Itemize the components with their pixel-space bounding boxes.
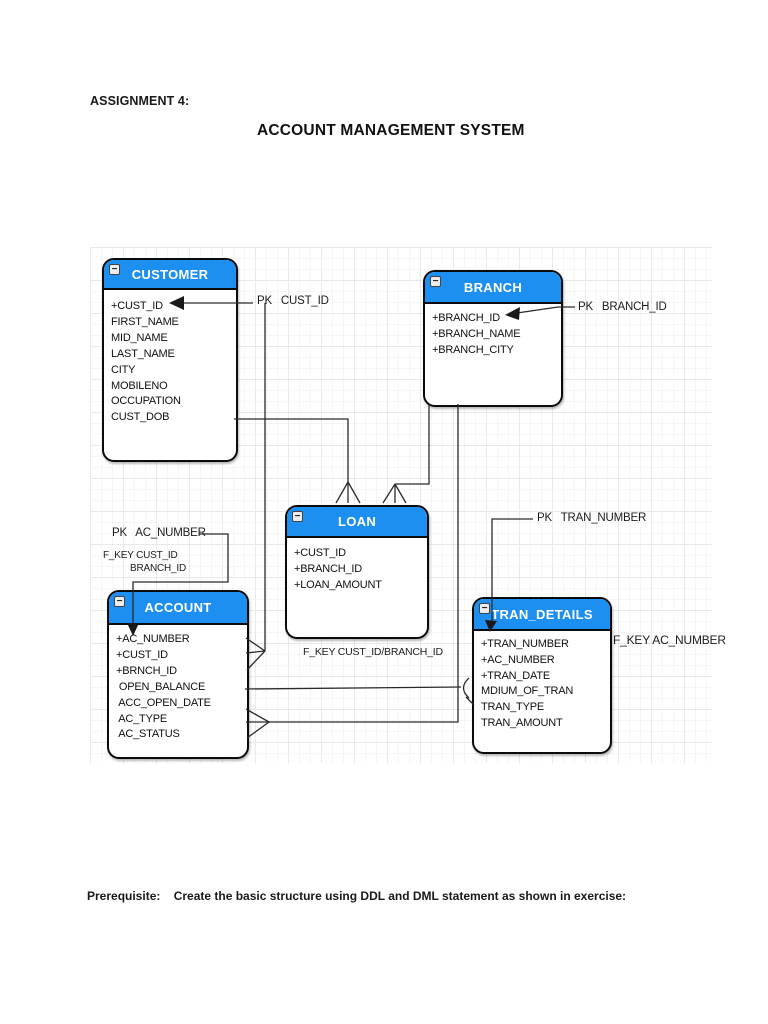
- entity-field: +BRNCH_ID: [116, 664, 177, 677]
- label-pk-ac-number: PK AC_NUMBER: [112, 527, 206, 539]
- entity-field: FIRST_NAME: [111, 315, 179, 328]
- entity-branch-header: − BRANCH: [425, 272, 561, 304]
- entity-field: MID_NAME: [111, 331, 168, 344]
- entity-field-list: +AC_NUMBER +CUST_ID +BRNCH_ID OPEN_BALANCE…: [109, 625, 247, 743]
- entity-title: CUSTOMER: [131, 267, 209, 282]
- label-f-key-branch-id: BRANCH_ID: [130, 563, 186, 574]
- entity-account-header: − ACCOUNT: [109, 592, 247, 625]
- entity-field: +BRANCH_NAME: [432, 327, 521, 340]
- label-f-key-loan: F_KEY CUST_ID/BRANCH_ID: [303, 646, 443, 658]
- label-f-key-cust-id: F_KEY CUST_ID: [103, 550, 178, 561]
- label-f-key-ac-number: F_KEY AC_NUMBER: [613, 633, 726, 647]
- entity-loan-header: − LOAN: [287, 507, 427, 538]
- entity-field: AC_STATUS: [116, 728, 180, 741]
- minimize-icon: −: [114, 596, 125, 607]
- entity-field: +CUST_ID: [111, 300, 163, 312]
- entity-field: +TRAN_DATE: [481, 669, 551, 682]
- entity-field: +BRANCH_CITY: [432, 343, 514, 356]
- entity-field: +LOAN_AMOUNT: [294, 578, 382, 591]
- entity-field-list: +TRAN_NUMBER +AC_NUMBER +TRAN_DATE MDIUM_OF…: [474, 631, 610, 732]
- entity-field: OCCUPATION: [111, 395, 181, 408]
- entity-tran-details: − TRAN_DETAILS +TRAN_NUMBER+AC_NUMBER+TR…: [472, 597, 612, 754]
- entity-field: +BRANCH_ID: [294, 562, 362, 575]
- entity-title: ACCOUNT: [144, 600, 212, 615]
- page-title: ACCOUNT MANAGEMENT SYSTEM: [257, 122, 525, 139]
- entity-account: − ACCOUNT +AC_NUMBER +CUST_ID +BRNCH_ID OP…: [107, 590, 249, 759]
- entity-field: +BRANCH_ID: [432, 312, 500, 324]
- entity-loan: − LOAN +CUST_ID +BRANCH_ID +LOAN_AMOUNT: [285, 505, 429, 639]
- entity-field: LAST_NAME: [111, 347, 175, 360]
- entity-field: MOBILENO: [111, 379, 168, 392]
- entity-field: AC_TYPE: [116, 712, 167, 725]
- entity-title: LOAN: [337, 514, 377, 529]
- entity-customer-header: − CUSTOMER: [104, 260, 236, 290]
- entity-field: CUST_DOB: [111, 411, 170, 424]
- label-pk-cust-id: PK CUST_ID: [257, 295, 329, 307]
- entity-tran-details-header: − TRAN_DETAILS: [474, 599, 610, 631]
- entity-field: ACC_OPEN_DATE: [116, 696, 211, 709]
- prerequisite-text: Prerequisite: Create the basic structure…: [87, 889, 627, 903]
- entity-field: TRAN_AMOUNT: [481, 716, 563, 729]
- entity-field: +AC_NUMBER: [116, 633, 190, 645]
- entity-field: +AC_NUMBER: [481, 653, 555, 666]
- entity-title: TRAN_DETAILS: [491, 607, 593, 622]
- entity-field-list: +CUST_ID +BRANCH_ID +LOAN_AMOUNT: [287, 538, 427, 594]
- entity-field-list: +CUST_ID FIRST_NAME MID_NAME LAST_NAME CITY M…: [104, 290, 236, 426]
- entity-customer: − CUSTOMER +CUST_ID FIRST_NAME MID_NAME LAS…: [102, 258, 238, 462]
- entity-field: TRAN_TYPE: [481, 701, 544, 714]
- minimize-icon: −: [479, 603, 490, 614]
- entity-field: OPEN_BALANCE: [116, 680, 206, 693]
- minimize-icon: −: [430, 276, 441, 287]
- entity-field: +CUST_ID: [116, 648, 168, 661]
- minimize-icon: −: [292, 511, 303, 522]
- entity-field: +CUST_ID: [294, 547, 346, 559]
- entity-title: BRANCH: [463, 280, 523, 295]
- entity-field-list: +BRANCH_ID +BRANCH_NAME +BRANCH_CITY: [425, 304, 561, 359]
- assignment-heading: ASSIGNMENT 4:: [90, 94, 190, 108]
- entity-branch: − BRANCH +BRANCH_ID +BRANCH_NAME +BRANCH_C…: [423, 270, 563, 407]
- label-pk-branch-id: PK BRANCH_ID: [578, 301, 667, 313]
- entity-field: +TRAN_NUMBER: [481, 638, 569, 650]
- entity-field: CITY: [111, 363, 136, 376]
- minimize-icon: −: [109, 264, 120, 275]
- label-pk-tran-number: PK TRAN_NUMBER: [537, 512, 647, 524]
- entity-field: MDIUM_OF_TRAN: [481, 685, 574, 698]
